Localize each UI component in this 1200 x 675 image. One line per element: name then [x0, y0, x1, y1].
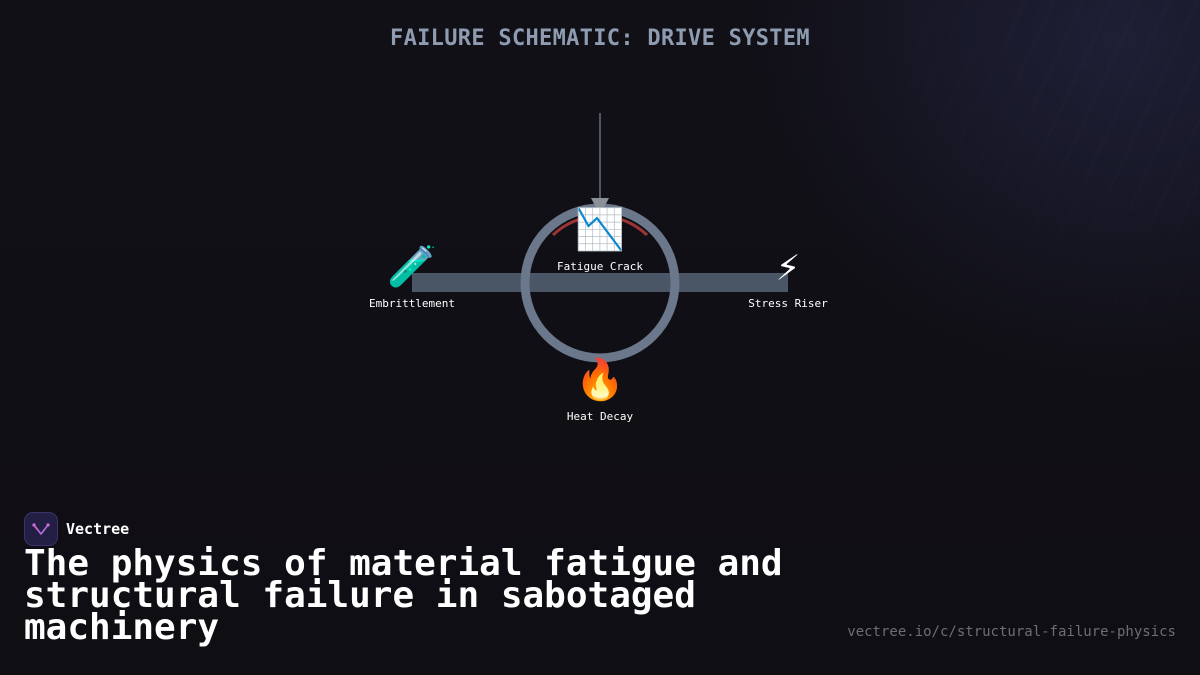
brand-name: Vectree — [66, 520, 130, 538]
node-stress-riser: ⚡ Stress Riser — [708, 243, 868, 310]
failure-schematic — [412, 113, 788, 363]
embrittlement-label: Embrittlement — [368, 297, 456, 310]
load-arrow-head — [591, 198, 609, 215]
headline: The physics of material fatigue and stru… — [24, 543, 783, 648]
stress-arc — [551, 214, 649, 237]
fatigue-crack-label: Fatigue Crack — [556, 260, 644, 273]
node-heat-decay: 🔥 Heat Decay — [520, 356, 680, 423]
drive-shaft — [412, 273, 788, 292]
heat-decay-label: Heat Decay — [566, 410, 634, 423]
fire-icon: 🔥 — [575, 357, 625, 403]
diagram-title: FAILURE SCHEMATIC: DRIVE SYSTEM — [390, 26, 810, 51]
node-fatigue-crack: 📉 Fatigue Crack — [520, 206, 680, 273]
lightning-icon: ⚡ — [775, 244, 801, 290]
test-tube-icon: 🧪 — [387, 244, 437, 290]
stress-riser-label: Stress Riser — [748, 297, 828, 310]
source-url[interactable]: vectree.io/c/structural-failure-physics — [847, 624, 1176, 640]
brand[interactable]: Vectree — [24, 512, 129, 546]
background-rays — [680, 0, 1200, 675]
vectree-logo-icon — [24, 512, 58, 546]
chart-decreasing-icon: 📉 — [575, 207, 625, 253]
node-embrittlement: 🧪 Embrittlement — [332, 243, 492, 310]
